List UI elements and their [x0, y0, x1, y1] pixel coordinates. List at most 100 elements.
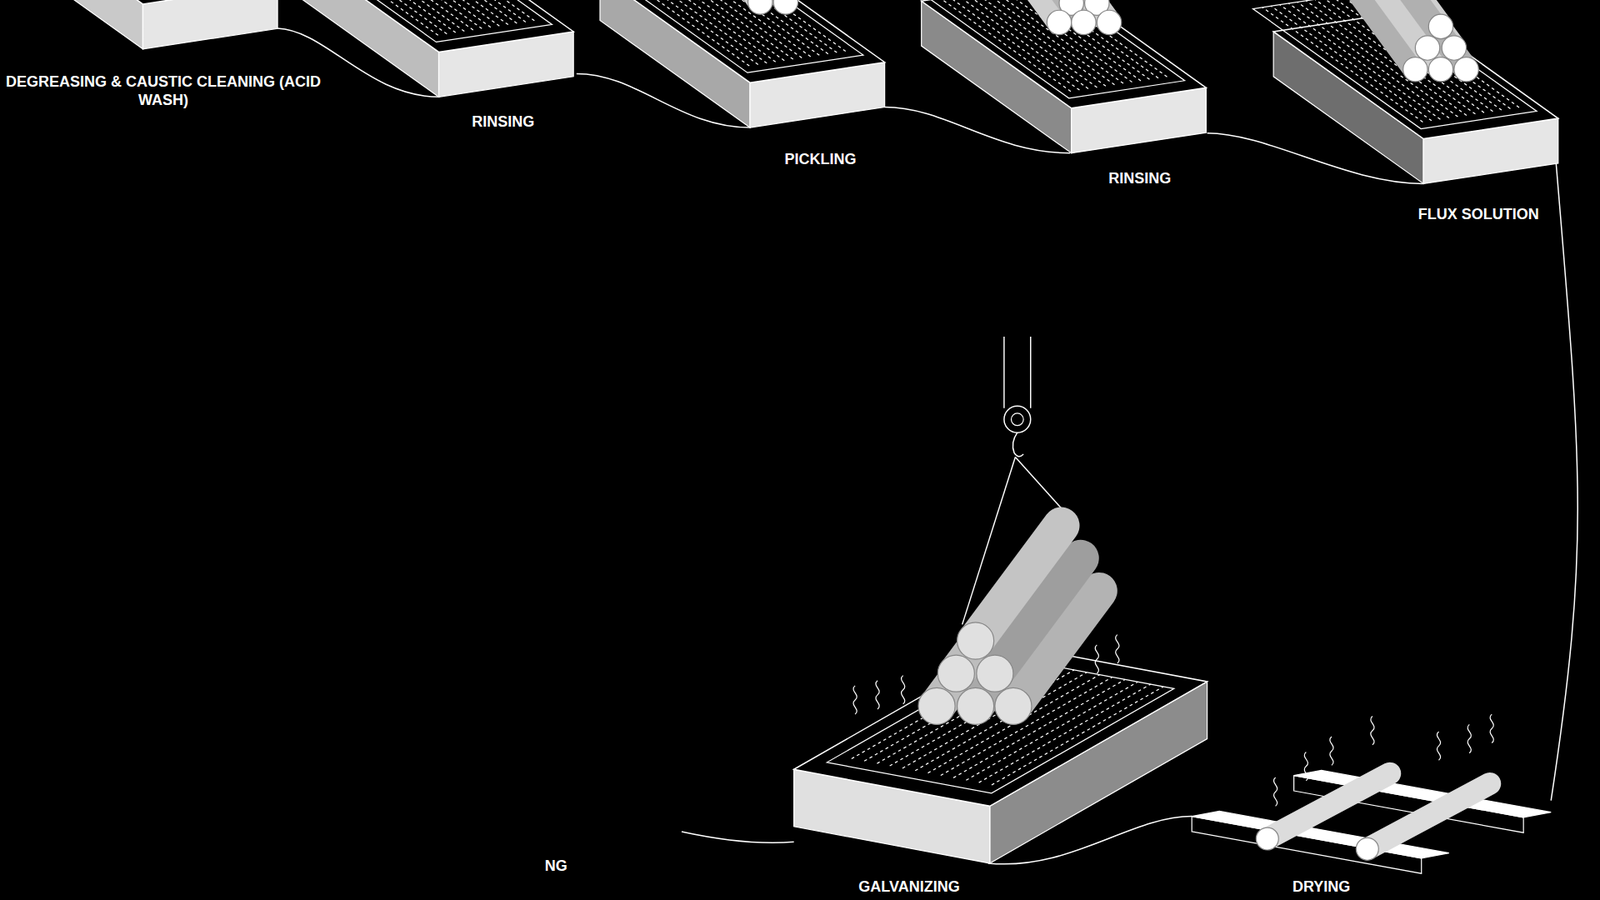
tank-rim — [268, 0, 553, 42]
pipe-end — [1255, 827, 1279, 850]
stage-label: FLUX SOLUTION — [1418, 205, 1540, 225]
tank-grate — [954, 0, 1115, 85]
pipe-end — [957, 622, 995, 660]
tank-grate — [295, 0, 456, 33]
tank-grate — [356, 0, 518, 24]
tank-grate — [667, 0, 829, 55]
tank-grate — [989, 0, 1150, 80]
pipe-body — [658, 0, 760, 2]
tank-grate — [304, 0, 465, 32]
crane-cable — [1030, 336, 1031, 409]
heat-fume — [1467, 724, 1471, 753]
tank-grate — [321, 0, 483, 29]
process-line — [1207, 133, 1424, 185]
stage-label: RINSING — [1108, 170, 1171, 189]
pipe-body — [946, 0, 1060, 23]
tank-grate — [374, 0, 535, 21]
pipe-end — [976, 655, 1014, 692]
pipe-body — [1267, 773, 1390, 839]
tank-grate — [919, 0, 1080, 90]
pipe-end — [1355, 837, 1379, 860]
tank-rim — [579, 0, 864, 73]
process-line — [885, 107, 1071, 154]
process-tank: PICKLING — [653, 0, 885, 128]
pipe-end — [773, 0, 798, 15]
heat-fume — [1115, 635, 1120, 664]
process-line — [988, 816, 1192, 865]
tank-grate — [936, 0, 1098, 88]
tank-grate — [615, 0, 776, 62]
tank-grate — [347, 0, 509, 25]
process-line — [681, 831, 795, 843]
crane-pulley — [1004, 405, 1031, 433]
tank-top — [289, 0, 575, 52]
pipe-end — [918, 687, 955, 725]
process-tank: GALVANIZING — [794, 645, 1208, 864]
heat-fume — [1095, 645, 1099, 674]
tank-grate — [624, 0, 785, 61]
tank-grate — [997, 0, 1159, 79]
tank-grate — [330, 0, 491, 28]
heat-fume — [1304, 751, 1308, 780]
heat-fume — [1330, 736, 1334, 765]
heat-fume — [1490, 714, 1494, 743]
stage-label: NG — [545, 857, 568, 876]
stage-label: DRYING — [1292, 878, 1350, 897]
pipe-end — [957, 687, 995, 725]
pipe-body — [975, 525, 1062, 641]
heat-fume — [875, 680, 880, 710]
process-tank: DRYING — [1191, 760, 1551, 873]
tank-grate — [312, 0, 474, 30]
tank-grate — [339, 0, 500, 26]
pipe-end — [1415, 35, 1440, 60]
tank-grate — [927, 0, 1089, 89]
pipe-end — [937, 655, 975, 692]
process-tank: RINSING — [939, 0, 1208, 154]
tank-side — [0, 0, 143, 50]
pipe-end — [1428, 14, 1453, 39]
tank-grate — [286, 0, 448, 35]
heat-fume — [1370, 716, 1375, 745]
galv-grate — [979, 684, 1151, 783]
crane-pulley — [1010, 413, 1024, 426]
stage-label: DEGREASING & CAUSTIC CLEANING (ACID WASH… — [5, 73, 322, 110]
process-line — [1550, 163, 1578, 801]
pipe-end — [1428, 57, 1453, 82]
tank-grate — [676, 0, 838, 53]
tank-grate — [945, 0, 1106, 86]
tank-grate — [685, 0, 846, 52]
tank-grate — [606, 0, 768, 64]
tank-grate — [650, 0, 811, 57]
pipe-end — [995, 687, 1032, 725]
process-line — [576, 73, 751, 128]
tank-front — [142, 0, 278, 50]
pipe-end — [1046, 10, 1071, 35]
stage-label: RINSING — [471, 113, 535, 132]
tank-grate — [1006, 0, 1168, 77]
pipe-end — [1441, 35, 1466, 60]
pipe-end — [1454, 57, 1479, 82]
tank-grate — [659, 0, 820, 55]
tank-top — [921, 0, 1207, 109]
pipe-end — [1403, 57, 1428, 82]
tank-grate — [632, 0, 794, 60]
pipe-end — [1071, 10, 1096, 35]
process-tank: DEGREASING & CAUSTIC CLEANING (ACID WASH… — [110, 0, 278, 50]
sling-rope — [1015, 457, 1061, 509]
pipe-end — [748, 0, 773, 15]
process-tank: FLUX SOLUTION — [1273, 0, 1556, 184]
heat-fume — [1273, 777, 1277, 806]
tank-top — [0, 0, 278, 5]
galv-tank-top — [794, 645, 1208, 806]
pipe-end — [1096, 10, 1121, 35]
tank-top — [600, 0, 885, 83]
tank-grate — [277, 0, 439, 35]
crane-cable — [1003, 336, 1005, 409]
stage-label: GALVANIZING — [858, 878, 960, 897]
heat-fume — [901, 675, 905, 705]
tank-grate — [641, 0, 803, 58]
process-tank: RINSING — [362, 0, 577, 97]
